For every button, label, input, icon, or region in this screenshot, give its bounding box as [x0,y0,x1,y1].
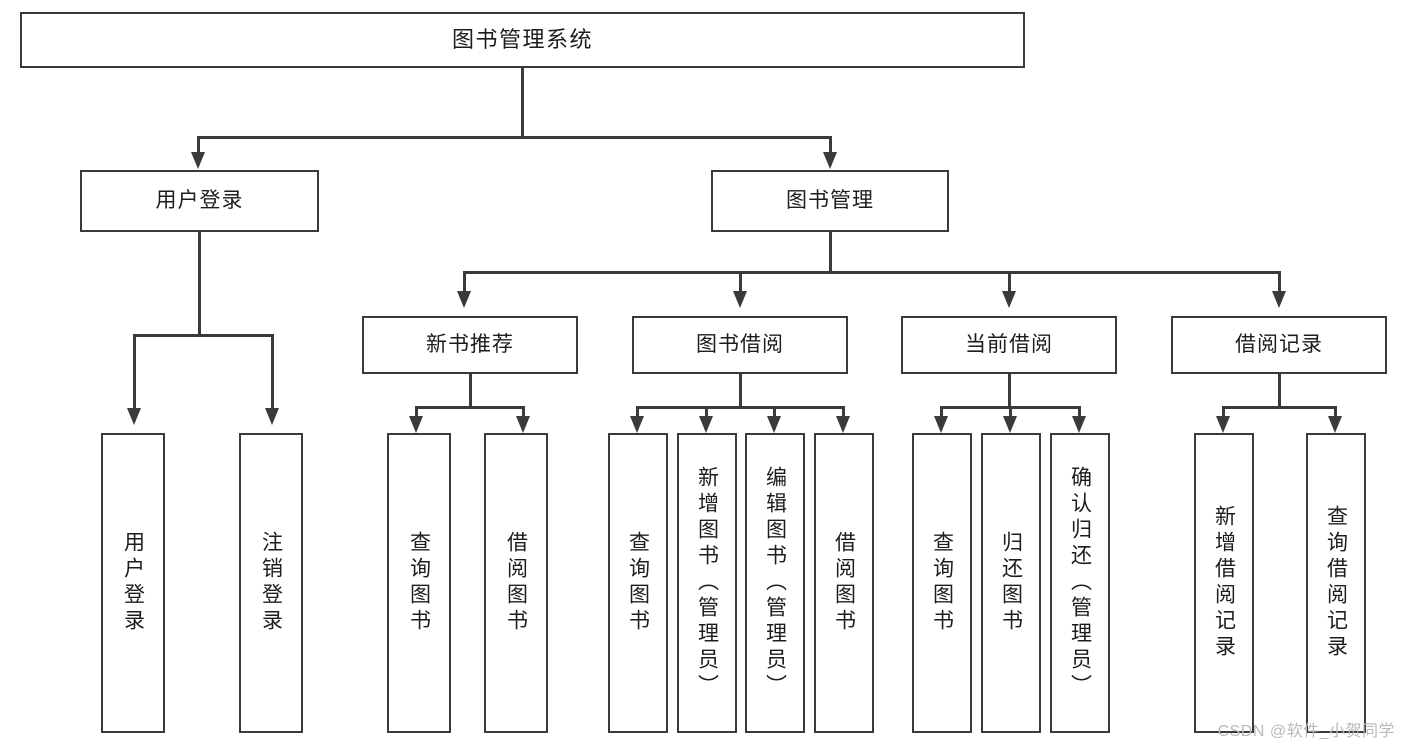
connector-drop-cb-confirm [1078,406,1081,418]
arrowhead-bb-add [699,416,713,433]
node-label: 用户登录 [155,189,244,213]
connector-drop-leaf-user-login [133,334,136,410]
node-label: 借阅图书 [504,531,528,635]
node-user-login[interactable]: 用户登录 [80,170,319,232]
node-label: 编辑图书（管理员） [763,466,787,700]
node-book-borrow[interactable]: 图书借阅 [632,316,848,374]
leaf-br-add-record[interactable]: 新增借阅记录 [1194,433,1254,733]
connector-new-book-stem [469,374,472,408]
leaf-bb-query-book[interactable]: 查询图书 [608,433,668,733]
node-label: 查询图书 [407,531,431,635]
connector-drop-user-login [197,136,200,154]
leaf-bb-edit-book-admin[interactable]: 编辑图书（管理员） [745,433,805,733]
node-label: 图书借阅 [696,333,784,357]
connector-drop-current-borrow [1008,271,1011,293]
arrowhead-nb-borrow [516,416,530,433]
connector-drop-new-book [463,271,466,293]
arrowhead-cb-confirm [1072,416,1086,433]
arrowhead-book-management [823,152,837,169]
connector-drop-book-borrow [739,271,742,293]
connector-book-borrow-stem [739,374,742,408]
connector-current-borrow-stem [1008,374,1011,408]
arrowhead-br-query [1328,416,1342,433]
node-book-management[interactable]: 图书管理 [711,170,949,232]
connector-root-stem [521,68,524,138]
arrowhead-cb-query [934,416,948,433]
arrowhead-bb-edit [767,416,781,433]
connector-level3-bus [463,271,1280,274]
arrowhead-user-login [191,152,205,169]
leaf-bb-add-book-admin[interactable]: 新增图书（管理员） [677,433,737,733]
connector-drop-cb-query [940,406,943,418]
connector-user-login-bus [133,334,273,337]
node-label: 当前借阅 [965,333,1053,357]
connector-drop-book-management [829,136,832,154]
connector-book-borrow-bus [636,406,845,409]
node-label: 新增借阅记录 [1212,505,1236,661]
node-label: 新增图书（管理员） [695,466,719,700]
connector-drop-cb-return [1009,406,1012,418]
leaf-nb-borrow-book[interactable]: 借阅图书 [484,433,548,733]
node-label: 借阅图书 [832,531,856,635]
node-label: 确认归还（管理员） [1068,466,1092,700]
arrowhead-current-borrow [1002,291,1016,308]
connector-drop-bb-query [636,406,639,418]
connector-drop-bb-edit [773,406,776,418]
connector-drop-bb-borrow [842,406,845,418]
leaf-cb-return-book[interactable]: 归还图书 [981,433,1041,733]
node-label: 查询图书 [626,531,650,635]
node-label: 图书管理 [786,189,874,213]
arrowhead-bb-borrow [836,416,850,433]
leaf-logout[interactable]: 注销登录 [239,433,303,733]
node-label: 用户登录 [121,531,145,635]
connector-drop-bb-add [705,406,708,418]
arrowhead-book-borrow [733,291,747,308]
arrowhead-borrow-record [1272,291,1286,308]
connector-drop-borrow-record [1278,271,1281,293]
csdn-watermark: CSDN @软件_小贺同学 [1217,723,1395,740]
node-root-book-management-system[interactable]: 图书管理系统 [20,12,1025,68]
leaf-bb-borrow-book[interactable]: 借阅图书 [814,433,874,733]
connector-drop-nb-borrow [522,406,525,418]
connector-drop-br-add [1222,406,1225,418]
node-label: 查询图书 [930,531,954,635]
node-new-book-recommend[interactable]: 新书推荐 [362,316,578,374]
connector-new-book-bus [415,406,525,409]
node-current-borrow[interactable]: 当前借阅 [901,316,1117,374]
connector-level2-bus [197,136,831,139]
node-label: 归还图书 [999,531,1023,635]
node-borrow-record[interactable]: 借阅记录 [1171,316,1387,374]
node-label: 查询借阅记录 [1324,505,1348,661]
leaf-cb-query-book[interactable]: 查询图书 [912,433,972,733]
connector-drop-br-query [1334,406,1337,418]
leaf-cb-confirm-return-admin[interactable]: 确认归还（管理员） [1050,433,1110,733]
arrowhead-new-book [457,291,471,308]
arrowhead-nb-query [409,416,423,433]
arrowhead-br-add [1216,416,1230,433]
leaf-nb-query-book[interactable]: 查询图书 [387,433,451,733]
arrowhead-bb-query [630,416,644,433]
connector-borrow-record-stem [1278,374,1281,408]
node-label: 新书推荐 [426,333,514,357]
connector-borrow-record-bus [1222,406,1337,409]
leaf-br-query-record[interactable]: 查询借阅记录 [1306,433,1366,733]
arrowhead-leaf-user-login [127,408,141,425]
arrowhead-cb-return [1003,416,1017,433]
node-label: 借阅记录 [1235,333,1323,357]
connector-drop-leaf-logout [271,334,274,410]
node-label: 注销登录 [259,531,283,635]
connector-book-management-stem [829,232,832,274]
node-label: 图书管理系统 [451,26,593,52]
arrowhead-leaf-logout [265,408,279,425]
leaf-user-login[interactable]: 用户登录 [101,433,165,733]
connector-user-login-stem [198,232,201,336]
connector-drop-nb-query [415,406,418,418]
